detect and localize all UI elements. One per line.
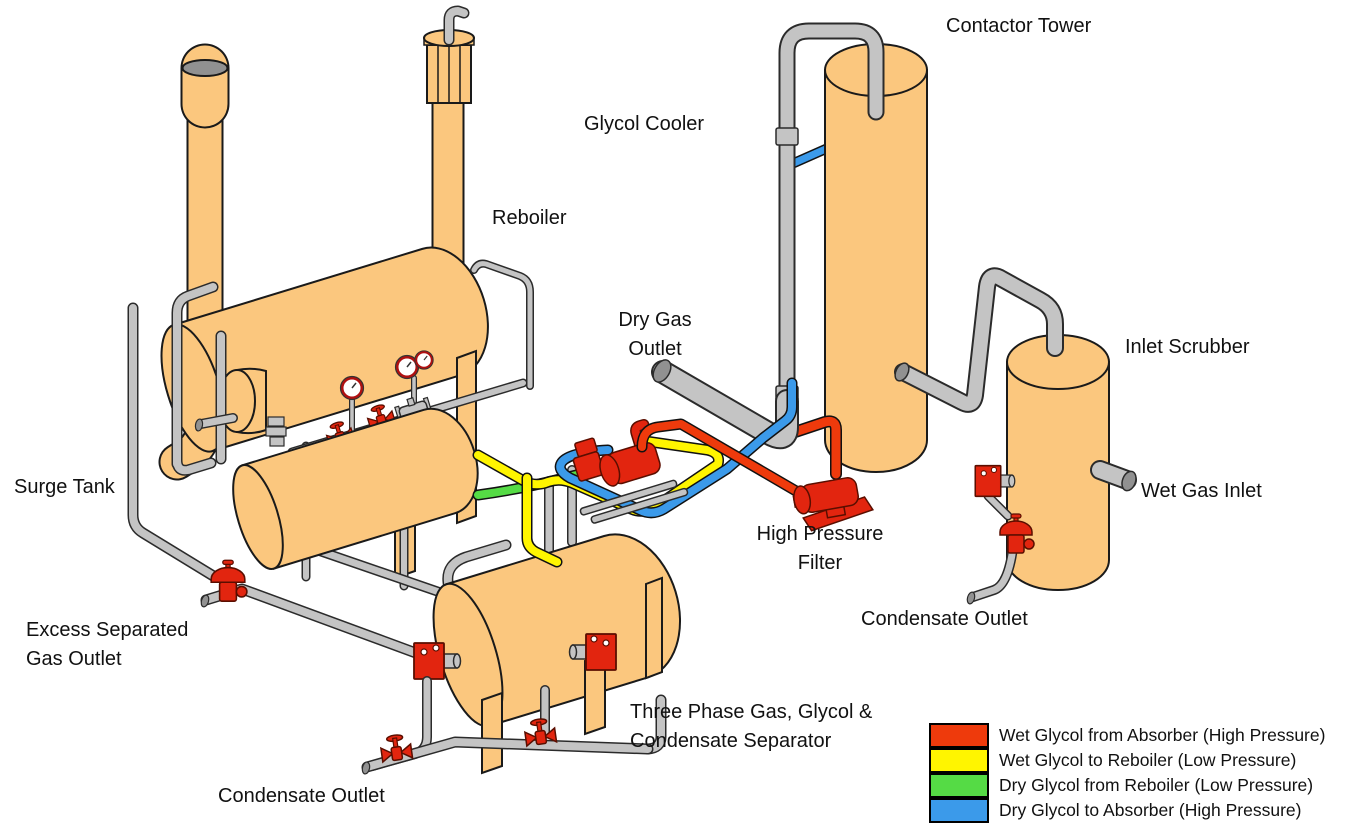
label-glycol-cooler: Glycol Cooler xyxy=(584,113,705,135)
wet-gas-inlet-pipe xyxy=(1100,469,1139,492)
scrubber-to-contactor-gas-pipe xyxy=(892,276,1055,404)
legend-swatch-red xyxy=(929,722,989,748)
pump-skid-rail xyxy=(579,479,678,516)
label-hp-filter-line2: Filter xyxy=(797,552,843,574)
excess-gas-outlet-piping xyxy=(200,589,424,656)
pump-skid-rail xyxy=(590,487,689,524)
label-excess-gas-line2: Gas Outlet xyxy=(26,648,122,670)
pressure-gauge xyxy=(413,349,435,371)
label-contactor-tower: Contactor Tower xyxy=(946,15,1092,37)
label-three-phase-line1: Three Phase Gas, Glycol & xyxy=(630,701,873,723)
scrubber-level-valve-piping xyxy=(966,496,1013,605)
label-three-phase-separator: Three Phase Gas, Glycol & Condensate Sep… xyxy=(630,698,872,756)
legend-label: Wet Glycol to Reboiler (Low Pressure) xyxy=(999,749,1297,770)
legend-row-dry-glycol-to-absorber: Dry Glycol to Absorber (High Pressure) xyxy=(929,797,1325,823)
label-dry-gas-outlet: Dry Gas Outlet xyxy=(575,306,735,364)
separator-condensate-piping xyxy=(361,681,661,775)
label-dry-gas-outlet-line1: Dry Gas xyxy=(618,309,692,331)
label-excess-gas-line1: Excess Separated xyxy=(26,619,189,641)
label-inlet-scrubber: Inlet Scrubber xyxy=(1125,336,1250,358)
legend: Wet Glycol from Absorber (High Pressure)… xyxy=(929,722,1326,823)
legend-row-wet-glycol-from-absorber: Wet Glycol from Absorber (High Pressure) xyxy=(929,722,1326,748)
label-excess-separated-gas-outlet: Excess Separated Gas Outlet xyxy=(26,616,188,674)
three-phase-separator-vessel xyxy=(432,533,682,728)
pressure-gauge xyxy=(339,375,365,401)
vent-stack-cap xyxy=(181,59,229,77)
firetube-bolt xyxy=(269,436,285,447)
legend-swatch-yellow xyxy=(929,747,989,773)
legend-label: Dry Glycol from Reboiler (Low Pressure) xyxy=(999,774,1314,795)
condensate-pipe-mouth xyxy=(966,591,976,605)
legend-swatch-blue xyxy=(929,797,989,823)
high-pressure-filter xyxy=(792,477,875,532)
firetube-bolt xyxy=(265,426,287,437)
separator-saddle xyxy=(481,691,503,775)
wet-gas-pipe-mouth xyxy=(1121,470,1137,492)
gas-pipe-mouth xyxy=(894,362,910,382)
separator-end-plate xyxy=(645,576,663,680)
label-reboiler: Reboiler xyxy=(492,207,567,229)
label-condensate-outlet-left: Condensate Outlet xyxy=(218,785,385,807)
label-three-phase-line2: Condensate Separator xyxy=(630,730,832,752)
reboiler-frame-piping xyxy=(133,287,233,577)
vent-stack xyxy=(177,60,228,462)
dry-gas-pipe-mouth xyxy=(652,359,672,383)
firetube-bolt xyxy=(267,416,285,427)
dry-gas-outlet-pipe xyxy=(650,359,787,437)
legend-swatch-green xyxy=(929,772,989,798)
glycol-pump xyxy=(572,418,689,524)
excess-gas-pipe-mouth xyxy=(200,594,210,608)
label-surge-tank: Surge Tank xyxy=(14,476,115,498)
label-wet-gas-inlet: Wet Gas Inlet xyxy=(1141,480,1262,502)
legend-label: Dry Glycol to Absorber (High Pressure) xyxy=(999,799,1302,820)
legend-label: Wet Glycol from Absorber (High Pressure) xyxy=(999,724,1326,745)
label-high-pressure-filter: High Pressure Filter xyxy=(735,520,905,578)
label-dry-gas-outlet-line2: Outlet xyxy=(628,338,682,360)
legend-row-wet-glycol-to-reboiler: Wet Glycol to Reboiler (Low Pressure) xyxy=(929,747,1325,773)
cooler-flange-top xyxy=(775,127,799,146)
condensate-pipe-mouth xyxy=(361,761,371,775)
label-condensate-outlet-right: Condensate Outlet xyxy=(861,608,1028,630)
legend-row-dry-glycol-from-reboiler: Dry Glycol from Reboiler (Low Pressure) xyxy=(929,772,1325,798)
still-column xyxy=(423,11,475,295)
label-hp-filter-line1: High Pressure xyxy=(756,523,884,545)
